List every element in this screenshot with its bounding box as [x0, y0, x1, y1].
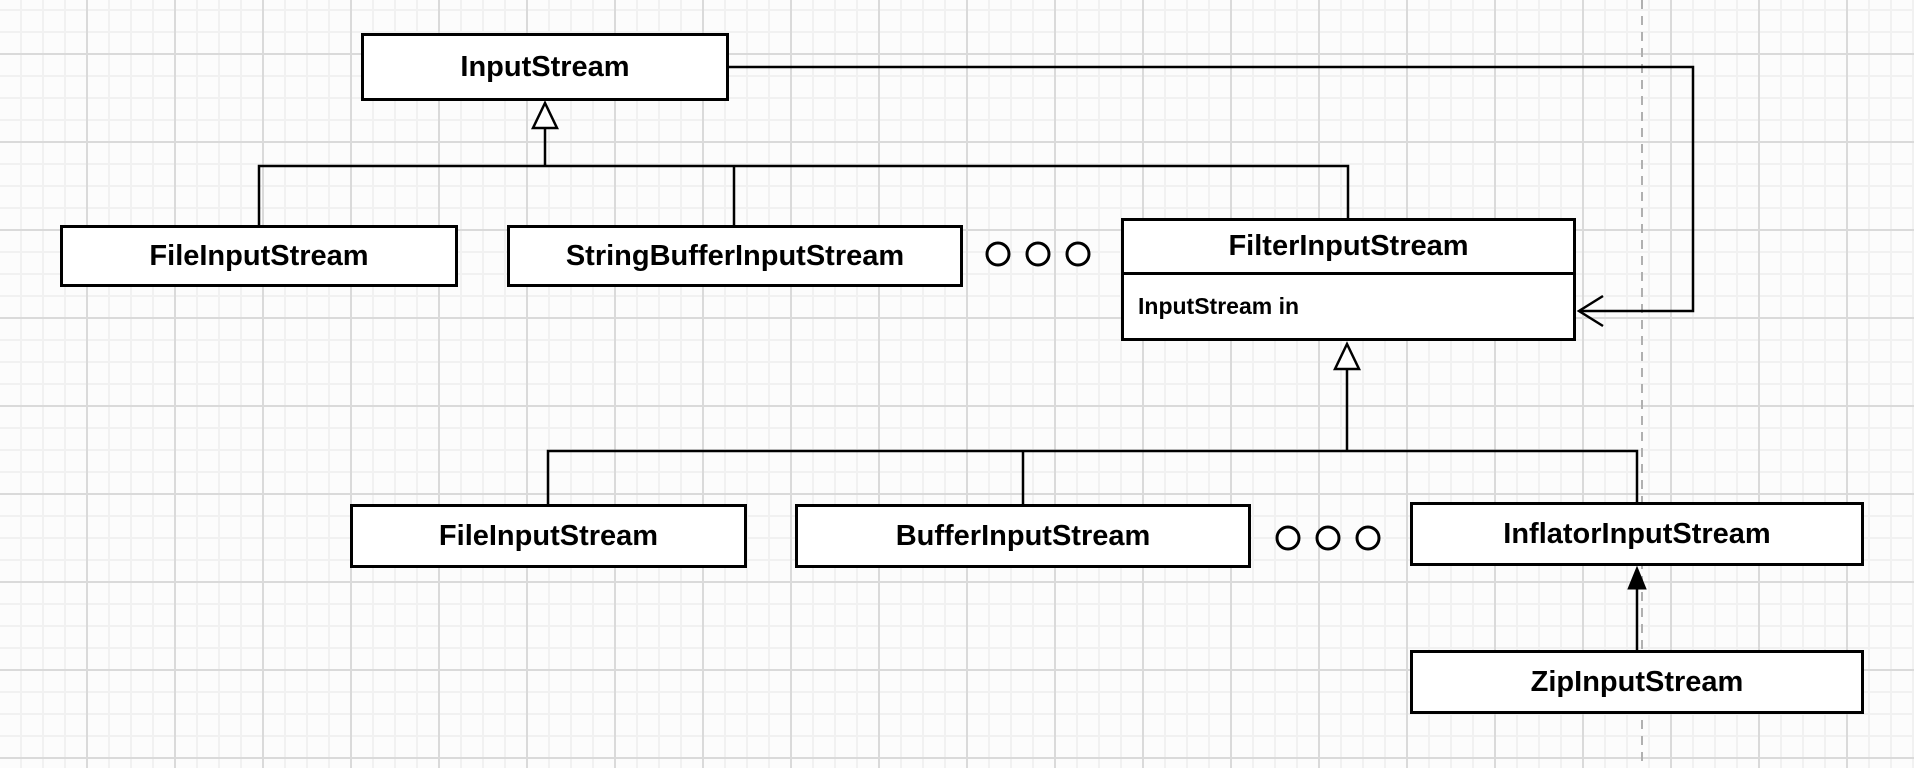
edge-generalization-row1[interactable]	[257, 127, 1350, 225]
node-fileinputstream-top[interactable]: FileInputStream	[60, 225, 458, 287]
edge-generalization-row2[interactable]	[546, 369, 1639, 504]
solid-arrowhead-inflatorinputstream	[1627, 565, 1647, 590]
edge-association-inputstream-in[interactable]	[729, 65, 1695, 313]
node-stringbufferinputstream[interactable]: StringBufferInputStream	[507, 225, 963, 287]
ellipsis-circle[interactable]	[985, 241, 1011, 267]
node-fileinputstream-bottom[interactable]: FileInputStream	[350, 504, 747, 568]
node-label: BufferInputStream	[895, 519, 1151, 552]
node-zipinputstream[interactable]: ZipInputStream	[1410, 650, 1864, 714]
ellipsis-circle[interactable]	[1315, 525, 1341, 551]
node-label: StringBufferInputStream	[565, 239, 905, 272]
node-title-compartment: FilterInputStream	[1124, 221, 1573, 272]
node-label: ZipInputStream	[1530, 665, 1744, 698]
node-inputstream[interactable]: InputStream	[361, 33, 729, 101]
node-field-compartment[interactable]: InputStream in	[1124, 272, 1573, 338]
ellipsis-circle[interactable]	[1065, 241, 1091, 267]
node-label: FilterInputStream	[1228, 230, 1469, 262]
hollow-triangle-arrowhead-inputstream	[531, 100, 559, 130]
node-label: InflatorInputStream	[1503, 517, 1771, 550]
ellipsis-circle[interactable]	[1355, 525, 1381, 551]
node-label: InputStream	[460, 50, 630, 83]
node-bufferinputstream[interactable]: BufferInputStream	[795, 504, 1251, 568]
ellipsis-circle[interactable]	[1275, 525, 1301, 551]
node-inflatorinputstream[interactable]: InflatorInputStream	[1410, 502, 1864, 566]
ellipsis-circle[interactable]	[1025, 241, 1051, 267]
open-arrowhead-filterinputstream	[1576, 294, 1604, 328]
node-label: FileInputStream	[149, 239, 369, 272]
hollow-triangle-arrowhead-filterinputstream	[1333, 341, 1361, 371]
node-field-label: InputStream in	[1138, 293, 1300, 319]
node-filterinputstream[interactable]: FilterInputStream InputStream in	[1121, 218, 1576, 341]
node-label: FileInputStream	[438, 519, 659, 552]
